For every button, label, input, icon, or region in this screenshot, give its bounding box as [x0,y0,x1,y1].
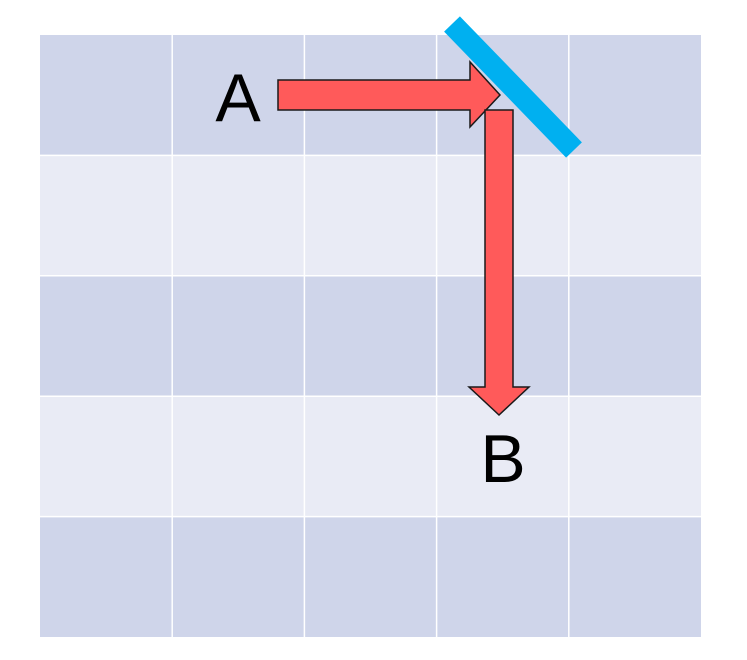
mirror-bar [444,16,582,158]
grid-table [40,35,701,637]
grid-row-band [40,155,701,276]
grid-row-band [40,516,701,637]
grid-row-band [40,396,701,517]
point-a-label: A [215,60,261,136]
grid-row-band [40,275,701,397]
reflected-ray-arrow [467,109,531,417]
point-b-label: B [480,421,525,497]
